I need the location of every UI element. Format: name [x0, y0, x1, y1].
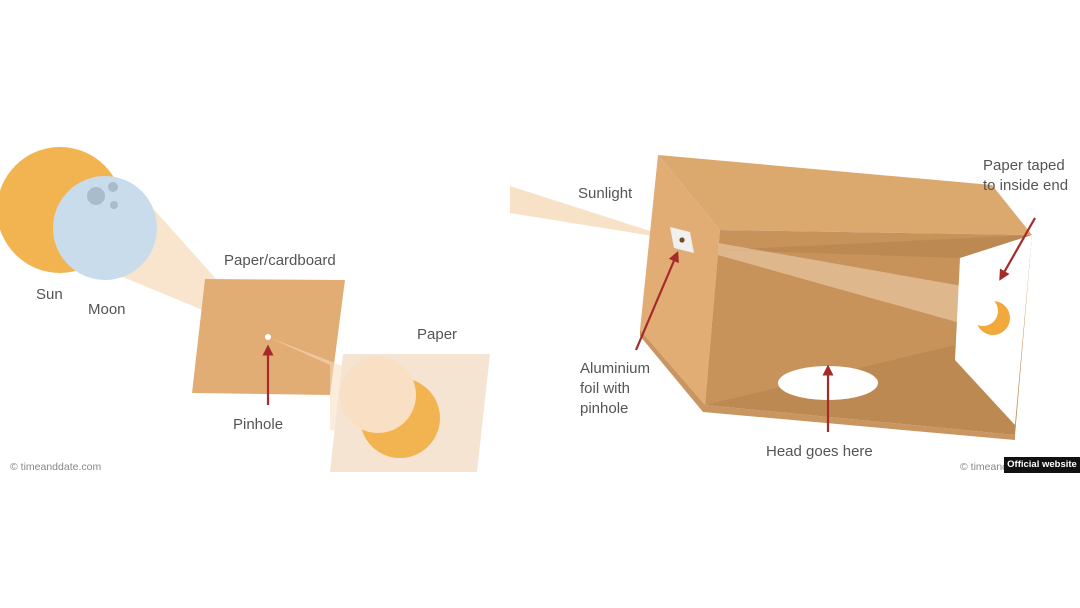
official-website-badge[interactable]: Official website [1004, 457, 1080, 473]
right-diagram: Sunlight Paper taped to inside end Alumi… [510, 155, 1068, 473]
label-moon: Moon [88, 301, 126, 318]
box-interior-shade [705, 235, 1032, 435]
sunlight-beam [510, 186, 678, 240]
pinhole-dot [265, 334, 271, 340]
label-foil-3: pinhole [580, 400, 628, 417]
crescent-image-icon [340, 357, 440, 458]
paper-arrow [999, 217, 1036, 281]
label-paper-taped-1: Paper taped [983, 157, 1065, 174]
label-pinhole: Pinhole [233, 416, 283, 433]
label-head: Head goes here [766, 443, 873, 460]
label-paper: Paper [417, 326, 457, 343]
crescent-inside-icon [968, 296, 1010, 335]
left-diagram: Sun Moon Paper/cardboard Paper Pinhole ©… [0, 147, 490, 473]
label-foil-2: foil with [580, 380, 630, 397]
label-sunlight: Sunlight [578, 185, 633, 202]
label-paper-taped-2: to inside end [983, 177, 1068, 194]
box-bottom-lip [640, 330, 1015, 440]
foil-arrow [634, 250, 679, 351]
inner-light-beam [705, 238, 985, 330]
box-left-face [640, 155, 720, 405]
box-top-panel [658, 155, 1032, 235]
label-paper-cardboard: Paper/cardboard [224, 252, 336, 269]
label-foil-1: Aluminium [580, 360, 650, 377]
moon-icon [53, 176, 157, 280]
label-sun: Sun [36, 286, 63, 303]
credit-left: © timeanddate.com [10, 461, 101, 473]
foil-pinhole [670, 227, 694, 253]
